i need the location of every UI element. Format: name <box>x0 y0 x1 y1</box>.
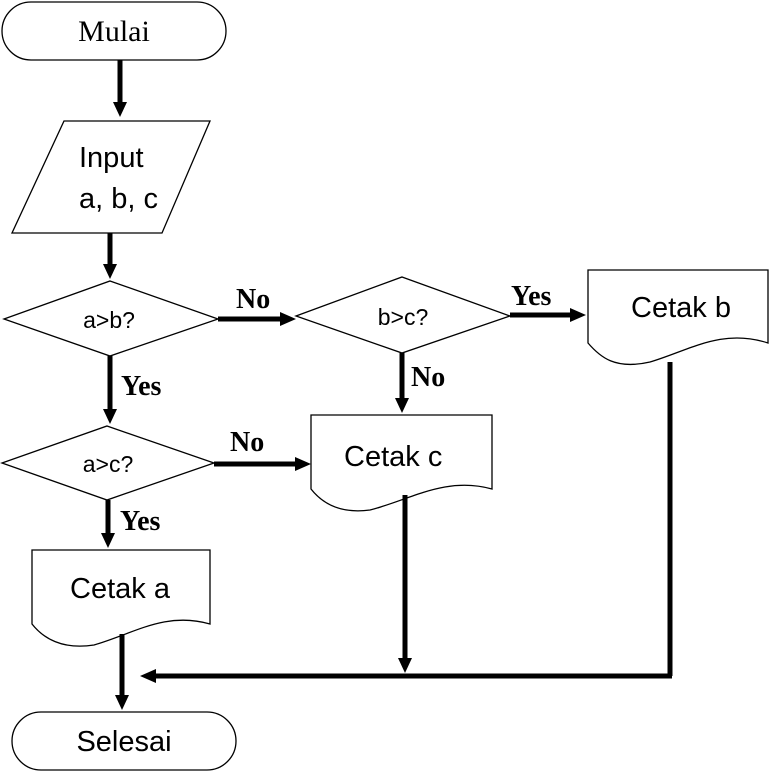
edge-label-ab-yes: Yes <box>121 371 162 402</box>
decision-ac-label: a>c? <box>83 451 134 477</box>
decision-ab-node: a>b? <box>2 280 220 357</box>
decision-bc-label: b>c? <box>378 304 429 330</box>
input-label-line1: Input <box>79 142 144 174</box>
connector-decision-ab-no: No <box>218 284 296 326</box>
print-a-label: Cetak a <box>70 573 171 605</box>
start-label: Mulai <box>78 15 150 48</box>
decision-ac-node: a>c? <box>0 425 216 501</box>
connector-decision-ac-no: No <box>214 427 311 471</box>
connector-decision-bc-no: No <box>395 353 445 413</box>
edge-label-ac-no: No <box>230 427 264 458</box>
arrowhead <box>103 409 117 424</box>
start-node: Mulai <box>1 1 227 61</box>
end-node: Selesai <box>11 711 237 771</box>
end-terminal-shape <box>11 711 237 771</box>
connector-print-c-to-merge <box>398 495 412 673</box>
print-c-document-shape <box>310 414 493 512</box>
arrowhead <box>395 398 409 413</box>
end-label: Selesai <box>76 726 171 758</box>
print-b-document-shape <box>587 269 769 366</box>
start-terminal-shape <box>1 1 227 61</box>
decision-ab-label: a>b? <box>83 307 135 333</box>
edge-label-ac-yes: Yes <box>120 506 161 537</box>
print-c-label: Cetak c <box>344 441 442 473</box>
edge-label-ab-no: No <box>236 284 270 315</box>
connector-decision-ac-yes: Yes <box>101 500 161 548</box>
print-b-node: Cetak b <box>587 269 769 366</box>
print-a-node: Cetak a <box>31 549 211 647</box>
connector-print-b-to-merge <box>140 362 673 683</box>
connector-decision-bc-yes: Yes <box>510 281 586 322</box>
arrowhead <box>101 533 115 548</box>
connector-input-to-decision-ab <box>103 233 117 279</box>
decision-bc-node: b>c? <box>294 276 512 354</box>
arrowhead <box>140 669 156 683</box>
input-node: Input a, b, c <box>10 120 211 234</box>
arrowhead <box>295 457 311 471</box>
arrowhead <box>103 264 117 279</box>
input-label-line2: a, b, c <box>79 183 158 215</box>
edge-label-bc-yes: Yes <box>511 281 552 312</box>
arrowhead <box>115 695 129 710</box>
arrowhead <box>113 102 127 117</box>
arrowhead <box>398 658 412 673</box>
edge-label-bc-no: No <box>411 362 445 393</box>
input-parallelogram-shape <box>10 120 211 234</box>
arrowhead <box>570 308 586 322</box>
print-a-document-shape <box>31 549 211 647</box>
connector-print-a-to-end <box>115 634 129 710</box>
connector-decision-ab-yes: Yes <box>103 356 162 424</box>
print-b-label: Cetak b <box>631 292 731 324</box>
connector-start-to-input <box>113 60 127 117</box>
arrowhead <box>280 312 296 326</box>
print-c-node: Cetak c <box>310 414 493 512</box>
